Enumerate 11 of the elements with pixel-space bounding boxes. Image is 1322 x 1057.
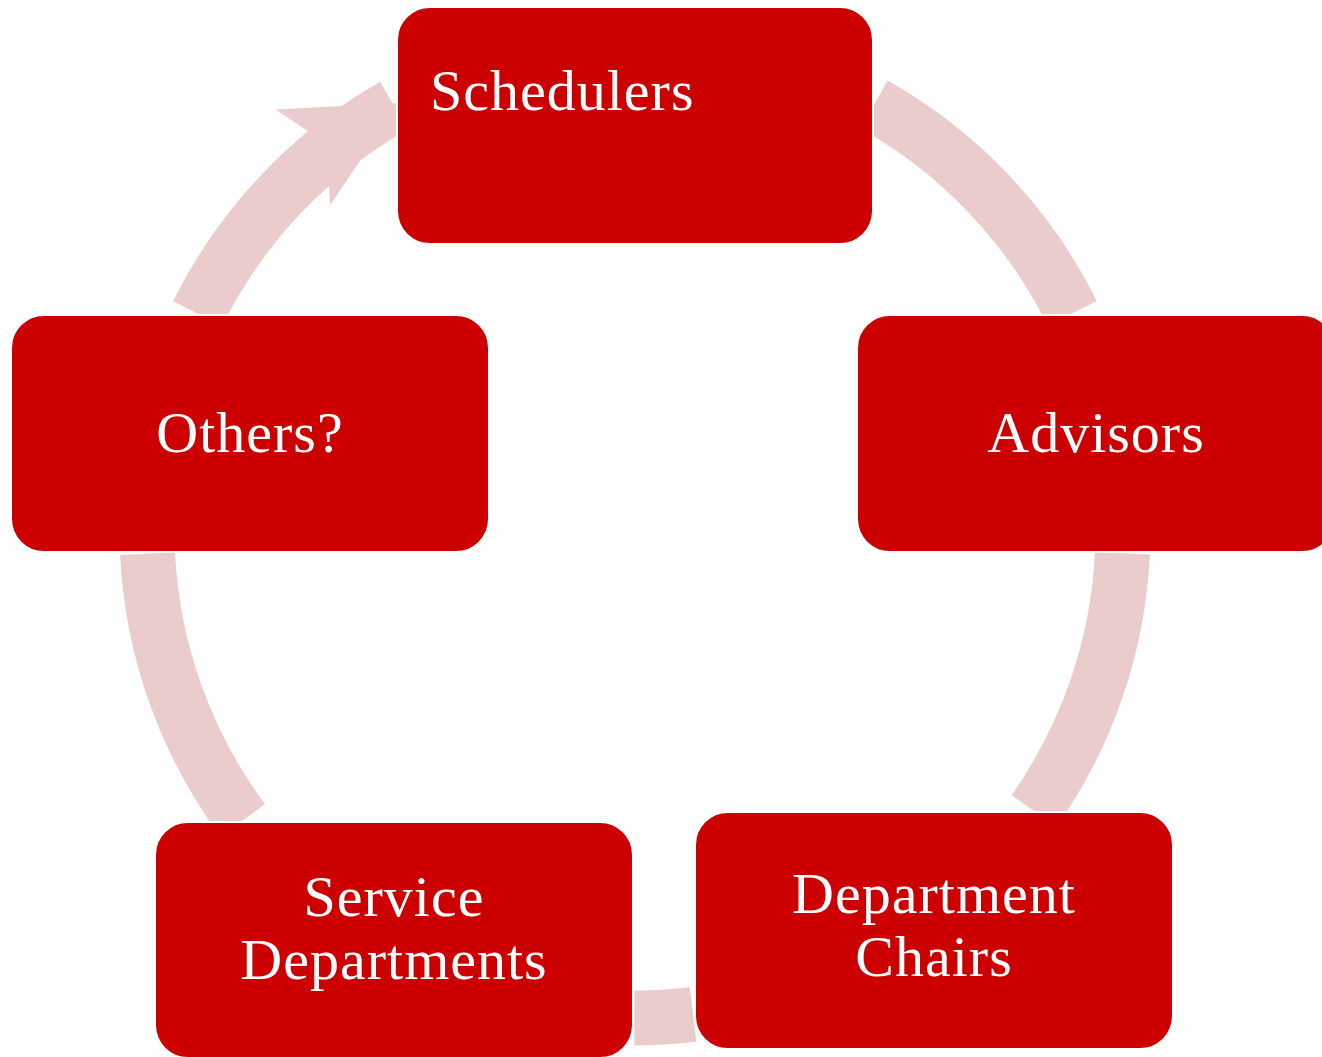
node-label: Service Departments (239, 866, 549, 992)
connector-arc (633, 987, 696, 1046)
node-label: Department Chairs (791, 862, 1077, 989)
node-label: Advisors (986, 402, 1206, 465)
process-box (10, 314, 490, 553)
process-box (396, 6, 874, 245)
node-label: Schedulers (430, 60, 696, 123)
node-label: Others? (155, 402, 345, 465)
process-box (154, 821, 634, 1057)
process-box (694, 811, 1174, 1050)
process-box (856, 314, 1322, 553)
